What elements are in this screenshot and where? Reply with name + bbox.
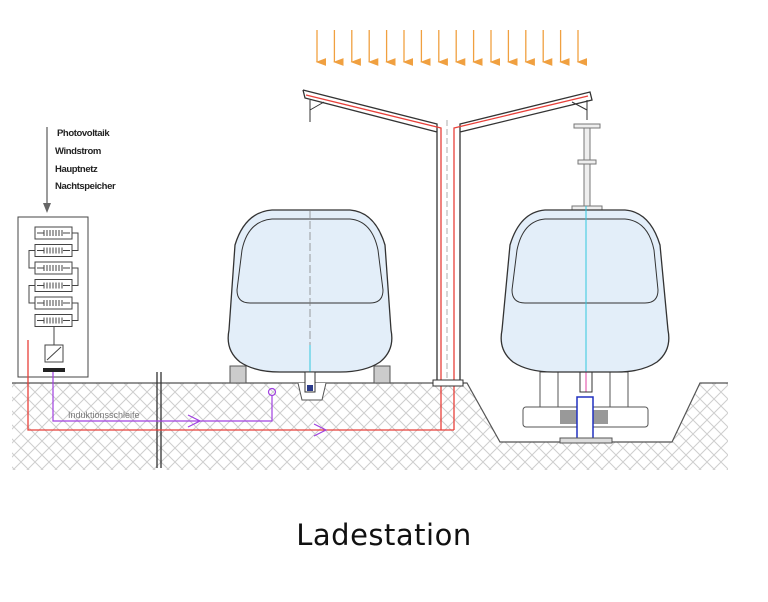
source-photovoltaik: Photovoltaik <box>57 128 110 139</box>
induction-loop-label: Induktionsschleife <box>68 410 140 420</box>
charging-arm <box>571 123 603 211</box>
battery-cell <box>34 261 79 286</box>
charging-station-diagram: Photovoltaik Windstrom Hauptnetz Nachtsp… <box>12 30 728 470</box>
battery-cell <box>28 279 73 304</box>
power-cable <box>27 340 454 437</box>
section-break-line <box>156 372 162 468</box>
battery-cell <box>34 314 73 345</box>
solar-canopy <box>302 89 593 430</box>
source-nachtspeicher: Nachtspeicher <box>55 181 116 192</box>
sunlight-arrows <box>315 30 588 66</box>
storage-unit <box>17 127 89 378</box>
source-windstrom: Windstrom <box>55 146 101 157</box>
source-hauptnetz: Hauptnetz <box>55 164 98 175</box>
battery-cell <box>34 226 79 251</box>
battery-cell <box>28 244 73 269</box>
caption: Ladestation <box>296 518 472 552</box>
battery-cell <box>34 296 79 321</box>
vehicle-left <box>227 209 393 393</box>
vehicle-right <box>500 206 670 444</box>
induction-loop-line <box>52 372 277 428</box>
